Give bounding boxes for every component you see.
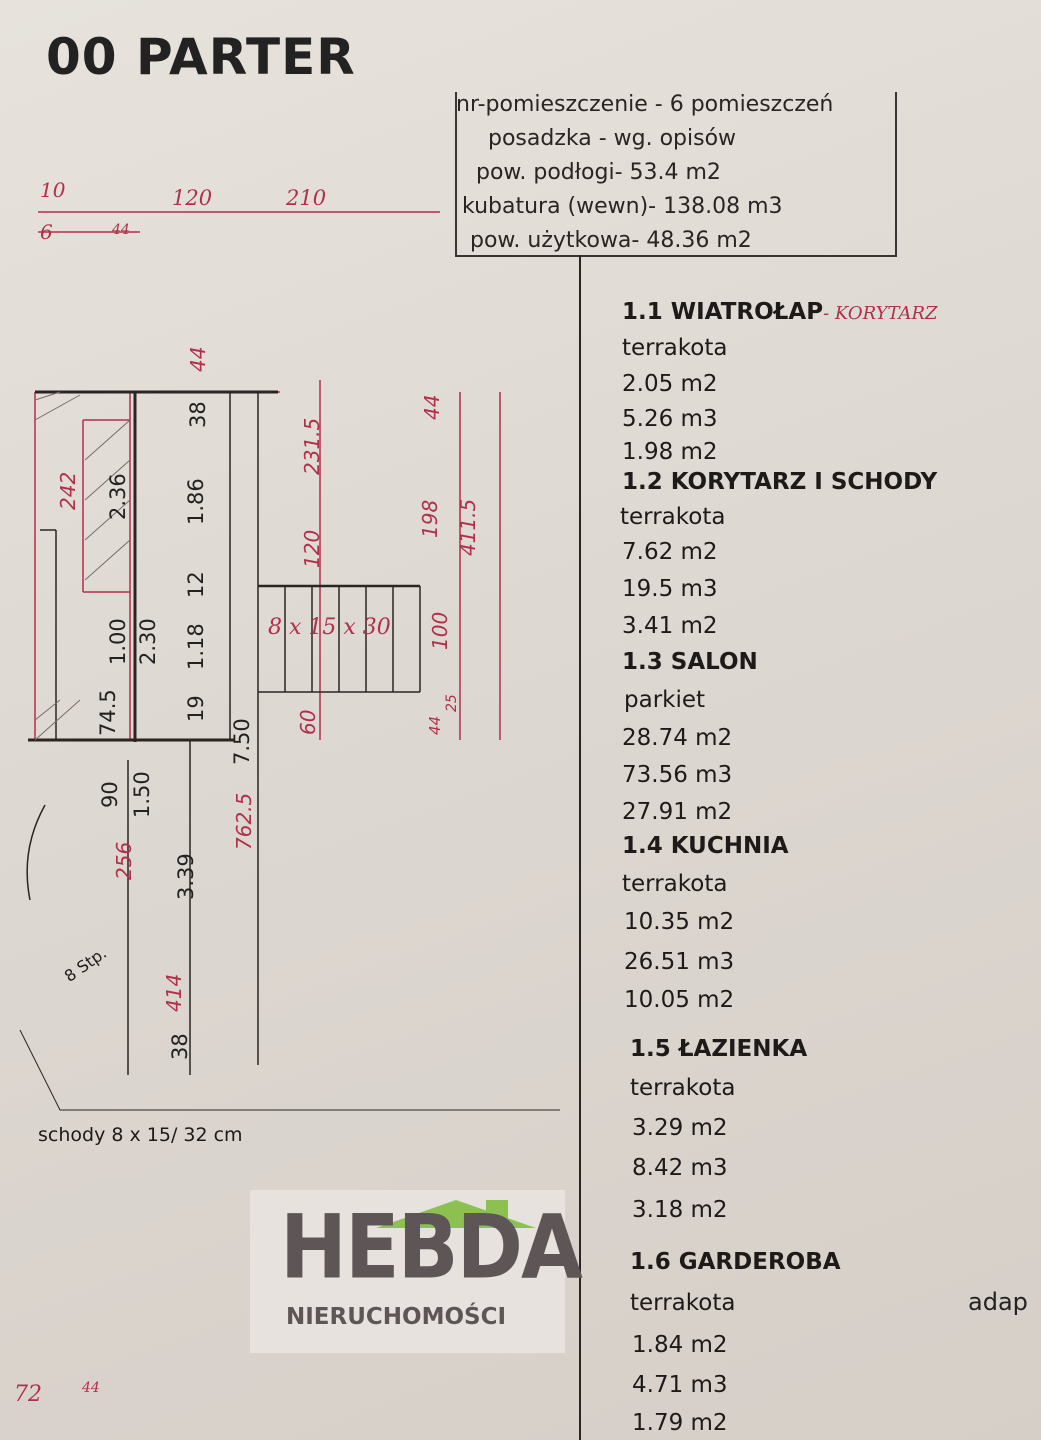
dim-label: 7.50 bbox=[230, 718, 254, 765]
room-floor: terrakota bbox=[630, 1290, 736, 1316]
handwritten-dim: 10 bbox=[40, 178, 66, 202]
room-handwritten-note: - KORYTARZ bbox=[823, 303, 938, 324]
room-area: 2.05 m2 bbox=[622, 371, 718, 397]
room-area: 10.35 m2 bbox=[624, 909, 735, 935]
room-usable: 1.98 m2 bbox=[622, 439, 718, 465]
handwritten-dim: 242 bbox=[56, 471, 80, 510]
handwritten-dim: 44 bbox=[82, 1380, 100, 1396]
dim-label: 3.39 bbox=[174, 853, 198, 900]
dim-label: 12 bbox=[184, 571, 208, 598]
summary-volume: kubatura (wewn)- 138.08 m3 bbox=[462, 194, 783, 219]
wall-lines bbox=[19, 390, 560, 1111]
dim-label: 1.50 bbox=[130, 771, 154, 818]
dim-label: 38 bbox=[168, 1033, 192, 1060]
dim-label: 1.86 bbox=[184, 478, 208, 525]
roof-icon bbox=[376, 1200, 536, 1228]
room-floor: terrakota bbox=[630, 1075, 736, 1101]
room-floor: terrakota bbox=[622, 871, 728, 897]
handwritten-dim: 414 bbox=[162, 973, 186, 1012]
handwritten-dim: 25 bbox=[444, 694, 460, 712]
handwritten-dim: 44 bbox=[112, 222, 130, 238]
stairs-note: schody 8 x 15/ 32 cm bbox=[38, 1124, 243, 1146]
handwritten-dim: 411.5 bbox=[456, 498, 480, 556]
room-area: 3.29 m2 bbox=[632, 1115, 728, 1141]
handwritten-dim: 44 bbox=[186, 346, 210, 372]
watermark-brand: HEBDA bbox=[280, 1196, 583, 1299]
edge-text: adap bbox=[968, 1288, 1028, 1316]
stairs-handwritten: 8 x 15 x 30 bbox=[268, 615, 391, 640]
room-usable: 3.41 m2 bbox=[622, 613, 718, 639]
handwritten-dim: 72 bbox=[14, 1382, 42, 1407]
room-floor: terrakota bbox=[622, 335, 728, 361]
handwritten-dim: 44 bbox=[426, 715, 444, 735]
room-name: 1.1 WIATROŁAP- KORYTARZ bbox=[622, 299, 938, 325]
room-area: 7.62 m2 bbox=[622, 539, 718, 565]
room-volume: 5.26 m3 bbox=[622, 406, 718, 432]
handwritten-dim: 198 bbox=[418, 499, 442, 538]
handwritten-dim: 120 bbox=[172, 186, 213, 210]
room-volume: 4.71 m3 bbox=[632, 1372, 728, 1398]
watermark-logo: HEBDA NIERUCHOMOŚCI bbox=[250, 1190, 583, 1353]
handwritten-dim: 762.5 bbox=[232, 792, 256, 850]
summary-rooms: nr-pomieszczenie - 6 pomieszczeń bbox=[456, 92, 834, 117]
handwritten-dim: 231.5 bbox=[300, 417, 324, 475]
room-usable: 1.79 m2 bbox=[632, 1410, 728, 1436]
room-name-text: 1.1 WIATROŁAP bbox=[622, 299, 824, 325]
room-floor: parkiet bbox=[624, 687, 706, 713]
room-area: 28.74 m2 bbox=[622, 725, 733, 751]
watermark-sub: NIERUCHOMOŚCI bbox=[286, 1304, 507, 1330]
summary-floor-area: pow. podłogi- 53.4 m2 bbox=[476, 160, 721, 185]
handwritten-dim: 6 bbox=[40, 220, 53, 244]
dim-label: 1.18 bbox=[184, 623, 208, 670]
room-volume: 73.56 m3 bbox=[622, 762, 733, 788]
room-usable: 3.18 m2 bbox=[632, 1197, 728, 1223]
room-usable: 10.05 m2 bbox=[624, 987, 735, 1013]
page-title: 00 PARTER bbox=[46, 28, 356, 86]
room-usable: 27.91 m2 bbox=[622, 799, 733, 825]
dim-label: 1.00 bbox=[106, 618, 130, 665]
room-name: 1.5 ŁAZIENKA bbox=[630, 1036, 808, 1062]
summary-box bbox=[455, 92, 897, 257]
room-name: 1.4 KUCHNIA bbox=[622, 833, 789, 859]
handwritten-dim: 210 bbox=[286, 186, 327, 210]
room-name: 1.6 GARDEROBA bbox=[630, 1249, 841, 1275]
dim-label: 38 bbox=[186, 401, 210, 428]
handwritten-dim: 60 bbox=[296, 709, 320, 735]
handwritten-dim: 120 bbox=[300, 529, 324, 568]
hatching bbox=[34, 391, 131, 741]
dim-label: 2.30 bbox=[136, 618, 160, 665]
room-floor: terrakota bbox=[620, 504, 726, 530]
room-area: 1.84 m2 bbox=[632, 1332, 728, 1358]
dim-label: 74.5 bbox=[96, 689, 120, 736]
handwritten-dim: 256 bbox=[112, 841, 136, 880]
summary-floor: posadzka - wg. opisów bbox=[488, 126, 737, 151]
room-name: 1.3 SALON bbox=[622, 649, 758, 675]
handwritten-dim: 100 bbox=[428, 611, 452, 650]
summary-usable-area: pow. użytkowa- 48.36 m2 bbox=[470, 228, 752, 253]
handwritten-dim: 44 bbox=[420, 394, 444, 420]
dim-label: 2.36 bbox=[106, 473, 130, 520]
room-volume: 8.42 m3 bbox=[632, 1155, 728, 1181]
dim-label: 90 bbox=[98, 781, 122, 808]
dim-label: 19 bbox=[184, 695, 208, 722]
room-volume: 19.5 m3 bbox=[622, 576, 718, 602]
room-name: 1.2 KORYTARZ I SCHODY bbox=[622, 469, 938, 495]
red-dimension-lines bbox=[34, 211, 501, 741]
room-volume: 26.51 m3 bbox=[624, 949, 735, 975]
